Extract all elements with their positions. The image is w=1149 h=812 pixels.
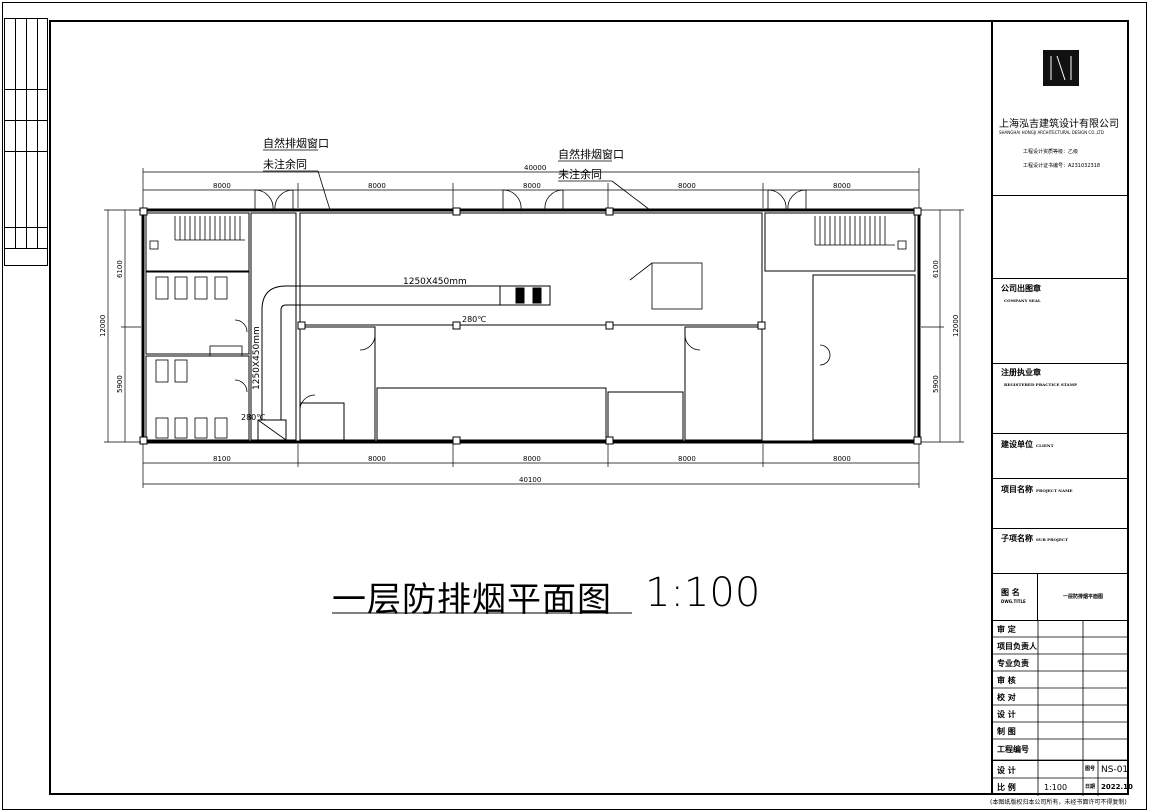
duct-v-label: 1250X450mm [252,326,262,390]
drawing-name-section: 图 名 DWG.TITLE 一层防排烟平面图 [993,573,1129,621]
registered-seal-label-en: REGISTERED PRACTICE STAMP [1004,382,1078,387]
stair-right [764,212,916,272]
drawing-name-value: 一层防排烟平面图 [1063,594,1104,600]
dim-left-total: 12000 [99,315,107,337]
room-lower-3 [607,391,684,441]
drawing-scale: 1:100 [645,570,761,616]
drawing-name-label: 图 名 [1001,588,1020,597]
dwg-no-label: 图号 [1085,766,1096,772]
role-label: 专业负责 [997,659,1029,668]
dim-bottom-2: 8000 [368,455,386,463]
date-value: 2022.10 [1101,783,1133,791]
role-label: 审 核 [997,676,1016,685]
company-logo [1043,50,1079,86]
role-label: 制 图 [997,727,1016,736]
dim-bottom-3: 8000 [523,455,541,463]
project-label-en: PROJECT NAME [1036,488,1073,493]
dim-left-1: 6100 [116,260,124,278]
revision-row [5,19,47,90]
dim-right-1: 6100 [932,260,940,278]
dim-top-total: 40000 [524,164,546,172]
callout-right-line1: 自然排烟窗口 [558,147,624,161]
drawing-name-label-en: DWG.TITLE [1001,599,1026,604]
role-label: 审 定 [997,625,1016,634]
callout-right-line2: 未注余同 [558,167,602,181]
scale-label: 比 例 [997,783,1016,792]
certificate-number: 工程设计证书编号：A231032318 [1023,163,1101,169]
company-seal-section: 公司出图章 COMPANY SEAL [993,278,1129,364]
client-label: 建设单位 [1001,439,1033,449]
design-label: 设 计 [997,766,1016,775]
drawing-frame [49,20,1129,795]
sub-project-label: 子项名称 [1001,533,1033,543]
floor-plan: 自然排烟窗口 未注余同 自然排烟窗口 未注余同 1250X450mm 1250X… [99,136,964,614]
role-label: 设 计 [997,710,1016,719]
dim-bottom-total: 40100 [519,476,541,484]
restroom-female [145,355,250,441]
dim-right-2: 5900 [932,375,940,393]
dim-bottom-1: 8100 [213,455,231,463]
company-section: 上海泓吉建筑设计有限公司 SHANGHAI HONGJI ARCHITECTUR… [993,20,1129,196]
dim-right-total: 12000 [952,315,960,337]
dim-top-2: 8000 [368,182,386,190]
room-lower-2 [376,387,607,441]
dim-top-3: 8000 [523,182,541,190]
company-name-cn: 上海泓吉建筑设计有限公司 [999,119,1119,130]
registered-seal-section: 注册执业章 REGISTERED PRACTICE STAMP [993,363,1129,434]
callout-top-line1: 自然排烟窗口 [263,136,329,150]
temp-label-1: 280℃ [462,315,486,324]
dim-left-2: 5900 [116,375,124,393]
dim-bottom-5: 8000 [833,455,851,463]
client-label-en: CLIENT [1036,443,1054,448]
smoke-shaft [257,419,287,441]
equipment-note [651,262,703,310]
copyright-footnote: (本图纸版权归本公司所有，未经书面许可不得复制) [990,799,1127,806]
revision-row [5,152,47,228]
exterior-wall [141,208,921,444]
dwg-no-value: NS-01 [1101,765,1129,775]
revision-row [5,90,47,121]
sub-project-label-en: SUB PROJECT [1036,537,1069,542]
drawing-title: 一层防排烟平面图 [332,580,612,620]
company-seal-label-en: COMPANY SEAL [1004,298,1041,303]
roles-grid: 审 定 项目负责人 专业负责 审 核 校 对 设 计 制 图 工程编号 [993,620,1129,760]
callout-top-line2: 未注余同 [263,157,307,171]
room-lower-1 [299,326,376,441]
role-label: 工程编号 [997,745,1029,754]
dim-top-5: 8000 [833,182,851,190]
smoke-duct [261,285,501,421]
room-right [812,274,916,441]
blank-section [993,195,1129,279]
revision-row [5,228,47,249]
restroom-male [145,271,250,355]
duct-h-label: 1250X450mm [403,277,467,287]
registered-seal-label: 注册执业章 [1001,367,1041,377]
revision-strip [4,18,48,266]
dim-top-1: 8000 [213,182,231,190]
revision-row [5,121,47,152]
dim-top-4: 8000 [678,182,696,190]
stair-left [145,212,250,272]
sheet-info: 设 计 比 例 1:100 图号 日期 NS-01 2022.10 [993,760,1133,796]
dim-bottom-4: 8000 [678,455,696,463]
scale-value: 1:100 [1044,783,1068,792]
role-label: 校 对 [997,693,1016,702]
temp-label-2: 280℃ [241,413,265,422]
company-name-en: SHANGHAI HONGJI ARCHITECTURAL DESIGN CO.… [999,130,1104,135]
room-lower-4 [684,326,763,441]
date-label: 日期 [1085,784,1096,790]
title-block: 上海泓吉建筑设计有限公司 SHANGHAI HONGJI ARCHITECTUR… [991,20,1133,796]
company-seal-label: 公司出图章 [1001,283,1041,293]
role-label: 项目负责人 [997,642,1037,651]
qualification-grade: 工程设计资质等级：乙级 [1023,149,1079,155]
project-label: 项目名称 [1001,484,1033,494]
room-small [299,402,345,441]
main-hall [299,212,763,326]
